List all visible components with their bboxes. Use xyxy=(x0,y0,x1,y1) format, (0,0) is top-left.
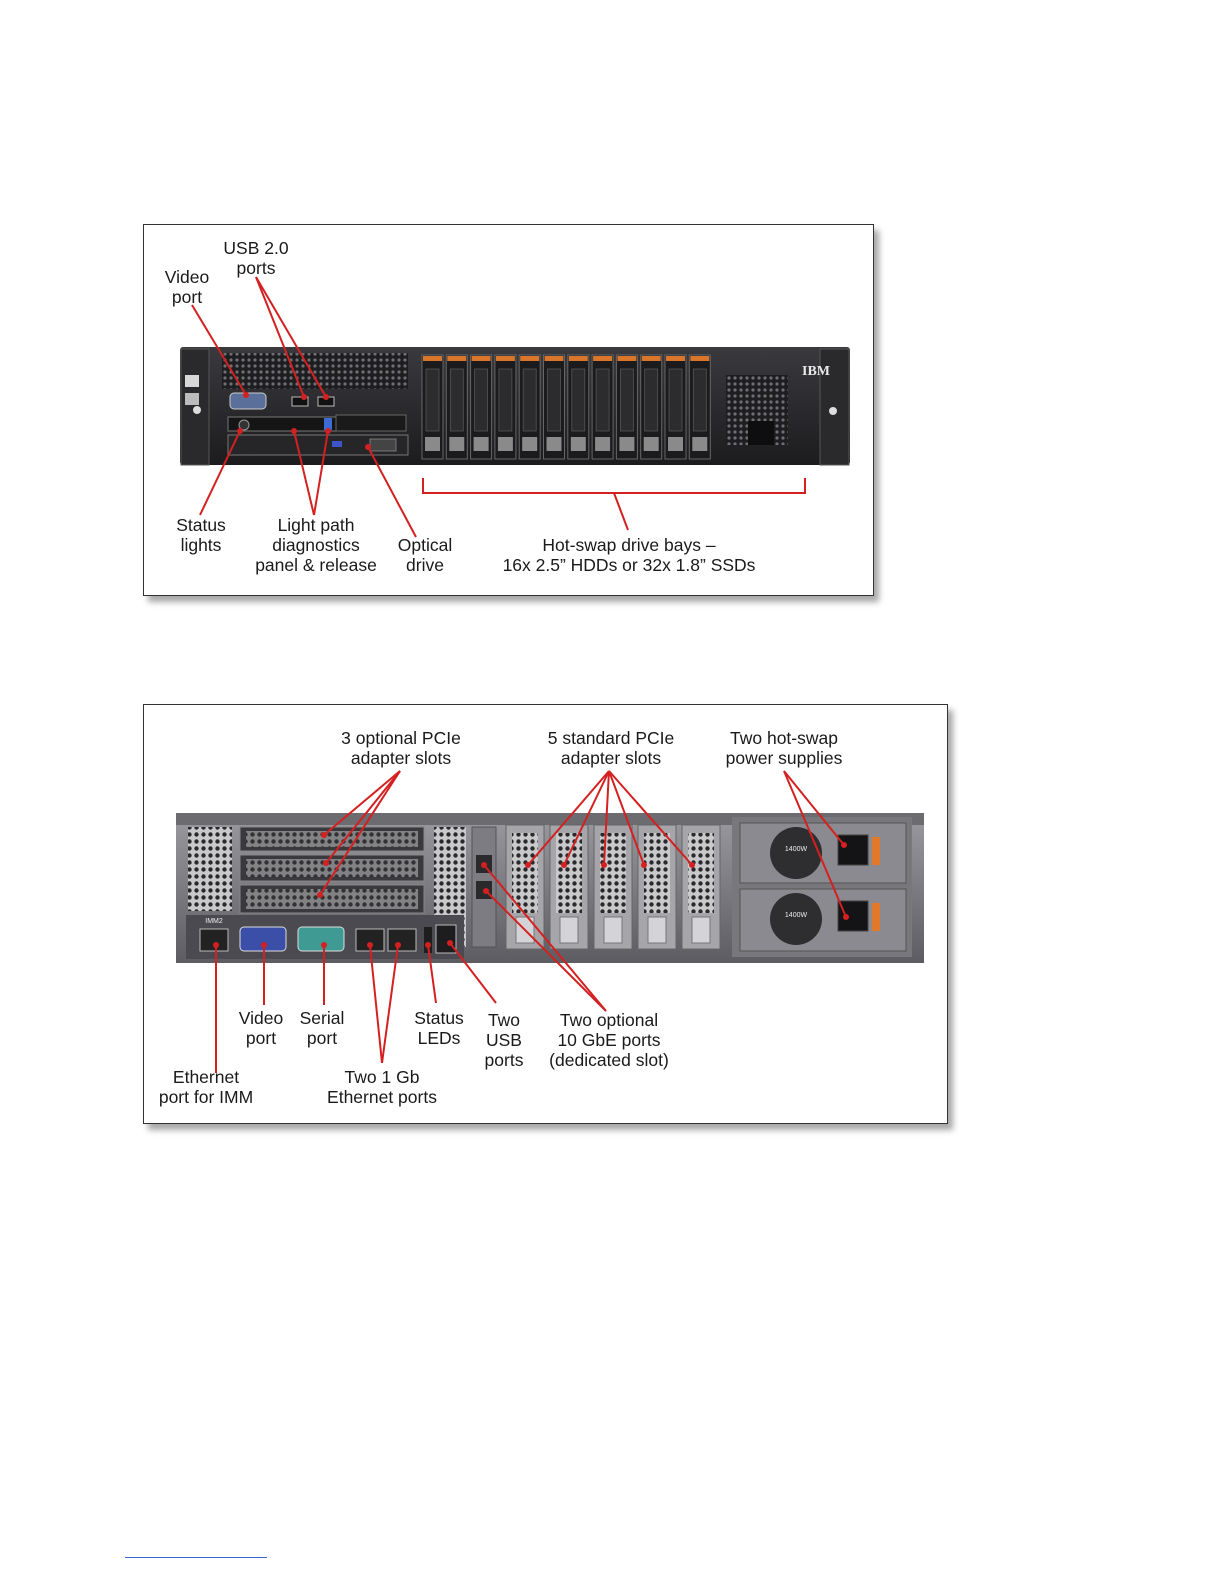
rear-callout-lines xyxy=(215,770,847,1073)
gb-ethernet-port-2 xyxy=(387,928,417,952)
status-leds-callout: Status LEDs xyxy=(414,1008,464,1048)
serial-port-shape xyxy=(297,926,345,952)
optical-callout-line-2: drive xyxy=(406,555,444,575)
drive-bay xyxy=(494,354,517,460)
footnote-separator xyxy=(125,1557,267,1558)
gb-line-2: Ethernet ports xyxy=(327,1087,437,1107)
drive-bay xyxy=(688,354,711,460)
rear-chassis-drawing: IMM2 1400W 1400W xyxy=(176,770,924,1073)
usb-callout-line-2: ports xyxy=(236,258,276,278)
usb-ports-callout: USB 2.0 ports xyxy=(223,238,288,278)
standard-pcie-line-2: adapter slots xyxy=(560,748,662,768)
rear-video-line-2: port xyxy=(245,1028,277,1048)
imm-line-1: Ethernet xyxy=(172,1067,240,1087)
serial-line-1: Serial xyxy=(299,1008,345,1028)
status-callout-line-2: lights xyxy=(180,535,222,555)
status-callout-line-1: Status xyxy=(176,515,226,535)
svg-text:1400W: 1400W xyxy=(785,912,808,919)
imm-ethernet-port-shape xyxy=(199,928,229,952)
hot-swap-bays-callout: Hot-swap drive bays – 16x 2.5” HDDs or 3… xyxy=(503,535,756,575)
lightpath-callout-line-3: panel & release xyxy=(255,555,377,575)
optical-drive-callout: Optical drive xyxy=(398,535,452,575)
power-supply-2: 1400W xyxy=(739,888,907,952)
front-usb-port-1 xyxy=(291,396,309,407)
tengbe-line-2: 10 GbE ports xyxy=(557,1030,661,1050)
rear-video-port-callout: Video port xyxy=(239,1008,283,1048)
drive-bay xyxy=(664,354,687,460)
hotswap-callout-line-2: 16x 2.5” HDDs or 32x 1.8” SSDs xyxy=(502,555,756,575)
power-supply-1: 1400W xyxy=(739,822,907,884)
standard-pcie-slots xyxy=(505,824,721,950)
right-rack-ear xyxy=(819,348,850,466)
lightpath-callout-line-1: Light path xyxy=(277,515,355,535)
drive-bay xyxy=(470,354,493,460)
drive-bay xyxy=(640,354,663,460)
drive-bay xyxy=(615,354,638,460)
power-callout-line-2: power supplies xyxy=(725,748,843,768)
front-video-port-callout: Video port xyxy=(165,267,209,307)
brand-logo: IBM xyxy=(802,364,830,379)
rear-video-line-1: Video xyxy=(238,1008,284,1028)
gb-line-1: Two 1 Gb xyxy=(344,1067,420,1087)
rear-view-figure: IMM2 1400W 1400W xyxy=(143,704,948,1124)
optional-pcie-slots xyxy=(239,826,425,914)
gb-ethernet-callout: Two 1 Gb Ethernet ports xyxy=(327,1067,437,1107)
standard-pcie-slot xyxy=(593,824,633,950)
drive-bay xyxy=(445,354,468,460)
rear-usb-ports-shape xyxy=(435,924,457,954)
optional-pcie-line-2: adapter slots xyxy=(350,748,452,768)
drive-bay xyxy=(567,354,590,460)
front-vent-mesh xyxy=(222,353,408,389)
rear-usb-callout: Two USB ports xyxy=(485,1010,524,1070)
standard-pcie-slot xyxy=(681,824,721,950)
imm-ethernet-callout: Ethernet port for IMM xyxy=(159,1067,253,1107)
serial-line-2: port xyxy=(306,1028,338,1048)
standard-pcie-slot xyxy=(549,824,589,950)
drive-bay xyxy=(421,354,444,460)
power-supplies-callout: Two hot-swap power supplies xyxy=(726,728,843,768)
rear-usb-line-1: Two xyxy=(487,1010,521,1030)
model-plate xyxy=(335,414,407,432)
hot-swap-drive-bays xyxy=(421,354,711,460)
front-view-figure: IBM USB 2.0 ports Video port Status ligh… xyxy=(143,224,874,596)
front-chassis-drawing: IBM xyxy=(180,276,850,538)
drive-bay xyxy=(518,354,541,460)
drive-bay xyxy=(543,354,565,460)
lightpath-callout-line-2: diagnostics xyxy=(272,535,360,555)
power-callout-line-1: Two hot-swap xyxy=(730,728,838,748)
status-leds-shape xyxy=(424,927,432,953)
standard-pcie-callout: 5 standard PCIe adapter slots xyxy=(548,728,674,768)
standard-pcie-line-1: 5 standard PCIe xyxy=(547,728,675,748)
serial-port-callout: Serial port xyxy=(300,1008,345,1048)
status-lights-callout: Status lights xyxy=(176,515,226,555)
light-path-callout: Light path diagnostics panel & release xyxy=(255,515,377,575)
tengbe-line-3: (dedicated slot) xyxy=(549,1050,669,1070)
video-callout-line-1: Video xyxy=(164,267,210,287)
status-leds-line-1: Status xyxy=(414,1008,464,1028)
optical-callout-line-1: Optical xyxy=(397,535,453,555)
drive-bay xyxy=(591,354,614,460)
rear-usb-line-3: ports xyxy=(484,1050,524,1070)
status-leds-line-2: LEDs xyxy=(417,1028,461,1048)
tengbe-callout: Two optional 10 GbE ports (dedicated slo… xyxy=(549,1010,669,1070)
tengbe-line-1: Two optional xyxy=(559,1010,659,1030)
optical-drive-shape xyxy=(227,434,409,456)
standard-pcie-slot xyxy=(637,824,677,950)
optional-pcie-callout: 3 optional PCIe adapter slots xyxy=(341,728,461,768)
optional-pcie-line-1: 3 optional PCIe xyxy=(341,728,461,748)
svg-text:1400W: 1400W xyxy=(785,846,808,853)
usb-callout-line-1: USB 2.0 xyxy=(223,238,289,258)
rear-left-mesh xyxy=(188,827,232,911)
front-callout-lines xyxy=(191,276,806,538)
video-callout-line-2: port xyxy=(171,287,203,307)
hotswap-callout-line-1: Hot-swap drive bays – xyxy=(542,535,716,555)
imm-tag: IMM2 xyxy=(205,918,223,925)
rear-usb-line-2: USB xyxy=(486,1030,522,1050)
imm-line-2: port for IMM xyxy=(158,1087,254,1107)
